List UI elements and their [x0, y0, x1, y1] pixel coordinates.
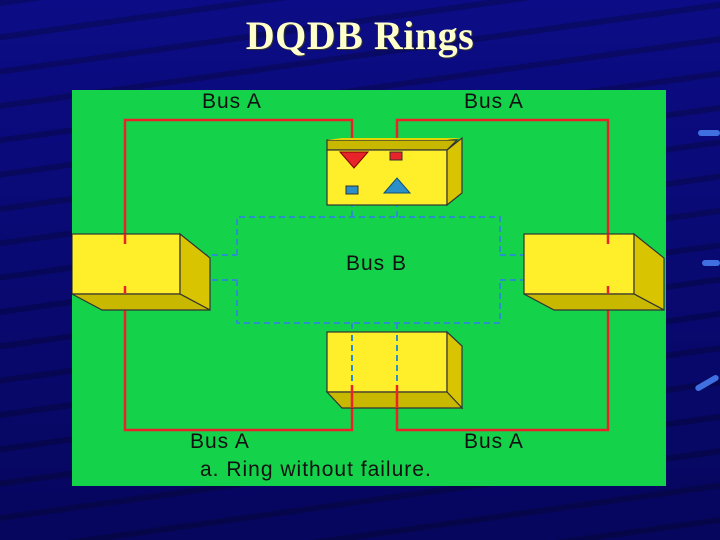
- arrow-down-icon: [338, 151, 370, 169]
- bus-a-top-left-line: [123, 118, 354, 242]
- bus-b-bottom-line: [236, 280, 501, 324]
- bus-a-top-left-label: Bus A: [202, 90, 262, 113]
- decorative-edge-marks: [680, 120, 720, 420]
- diagram-caption: a. Ring without failure.: [200, 458, 432, 481]
- bus-b-top-line: [236, 216, 501, 255]
- red-slot-icon: [389, 151, 403, 161]
- node-top: [326, 136, 463, 207]
- slide-title: DQDB Rings: [245, 13, 475, 58]
- bus-b-label: Bus B: [346, 252, 408, 275]
- ring-diagram-svg: [72, 118, 665, 432]
- bus-a-ring: [123, 118, 610, 432]
- node-left: [72, 232, 211, 311]
- arrow-up-icon: [382, 177, 412, 194]
- node-bottom: [325, 330, 464, 410]
- bus-a-bottom-left-label: Bus A: [190, 430, 250, 453]
- node-right: [523, 232, 665, 311]
- bus-a-bottom-right-line: [395, 288, 610, 432]
- dqdb-ring-diagram: Bus A Bus A Bus B Bus A Bus A a. Ring wi…: [72, 90, 666, 486]
- bus-a-bottom-left-line: [123, 288, 354, 432]
- bus-a-bottom-right-label: Bus A: [464, 430, 524, 453]
- bus-a-top-right-label: Bus A: [464, 90, 524, 113]
- bus-a-top-right-line: [395, 118, 610, 242]
- blue-slot-icon: [345, 185, 359, 195]
